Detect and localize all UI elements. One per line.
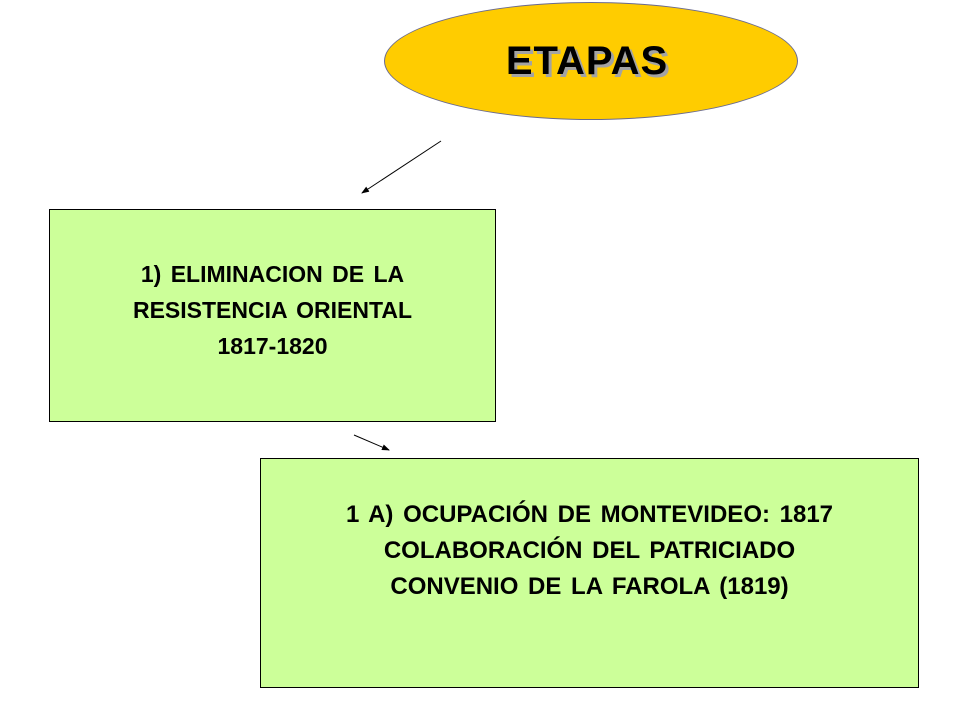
stage-box-1-line-1: 1) ELIMINACION DE LA <box>140 261 405 287</box>
stage-box-2-line-1: 1 A) OCUPACIÓN DE MONTEVIDEO: 1817 <box>345 501 834 528</box>
stage-box-1-line-2: RESISTENCIA ORIENTAL <box>132 297 412 323</box>
stage-box-2: 1 A) OCUPACIÓN DE MONTEVIDEO: 1817 COLAB… <box>260 458 919 688</box>
stage-box-1-line-3: 1817-1820 <box>217 333 328 359</box>
arrow-title-to-box-1 <box>361 140 442 194</box>
stage-box-1: 1) ELIMINACION DE LA RESISTENCIA ORIENTA… <box>49 209 496 422</box>
title-text: ETAPAS <box>505 38 669 83</box>
stage-box-2-line-2: COLABORACIÓN DEL PATRICIADO <box>383 537 796 564</box>
arrow-box-1-to-box-2 <box>353 434 390 451</box>
title-ellipse: ETAPAS <box>384 2 798 120</box>
stage-box-2-line-3: CONVENIO DE LA FAROLA (1819) <box>390 573 789 600</box>
